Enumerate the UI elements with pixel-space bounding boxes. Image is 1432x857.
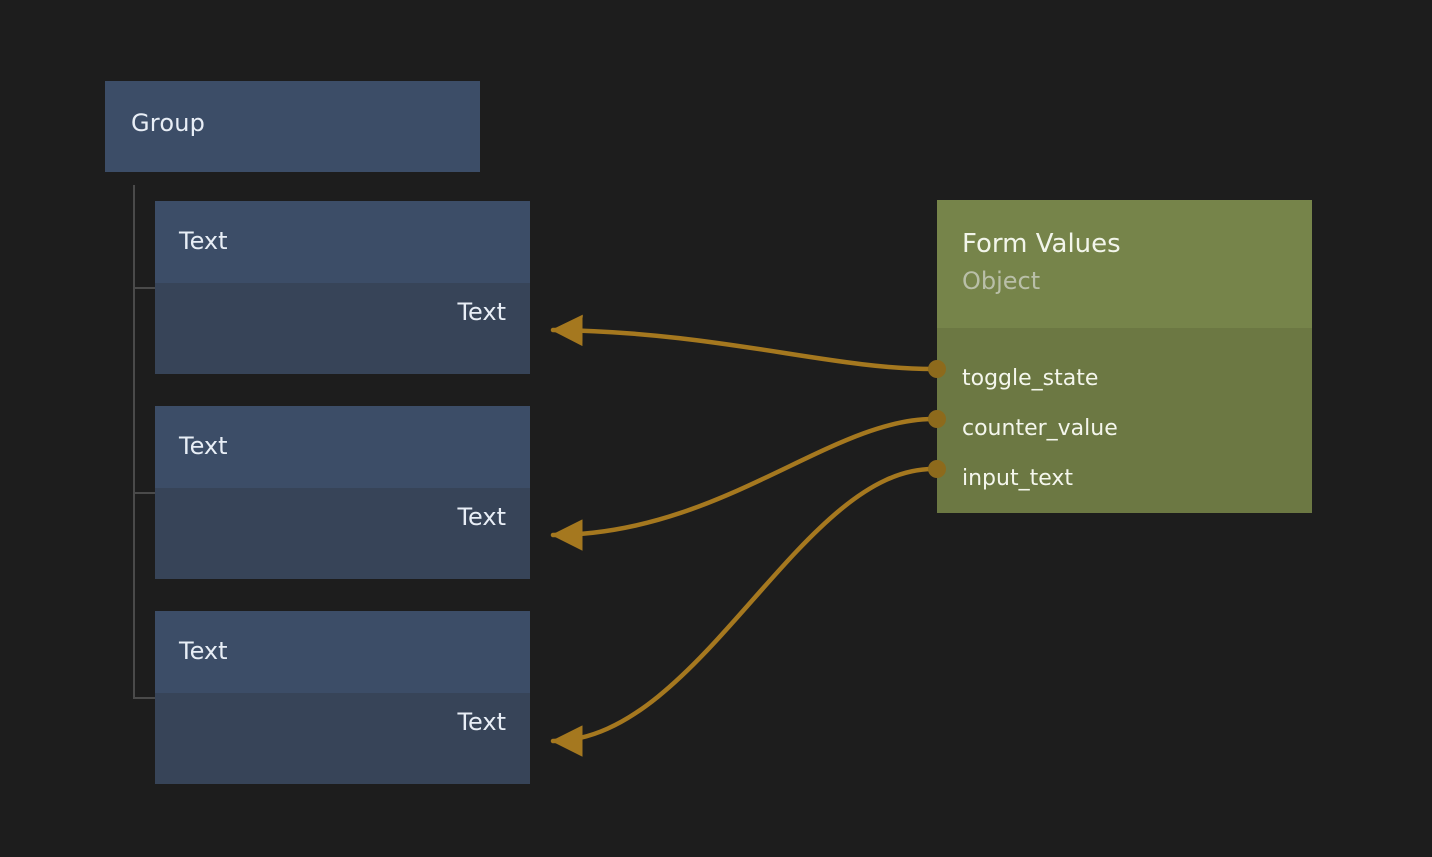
child-node-2-body-label: Text bbox=[457, 503, 506, 531]
child-node-3-header-label: Text bbox=[179, 637, 228, 665]
port-counter-value-icon[interactable] bbox=[928, 410, 946, 428]
child-node-1-header-label: Text bbox=[179, 227, 228, 255]
edge-counter-value bbox=[550, 416, 936, 551]
field-input-text-label: input_text bbox=[962, 466, 1074, 491]
child-node-3[interactable]: Text Text bbox=[155, 611, 530, 784]
form-values-title: Form Values bbox=[962, 229, 1121, 259]
child-node-1[interactable]: Text Text bbox=[155, 201, 530, 374]
port-toggle-state-icon[interactable] bbox=[928, 360, 946, 378]
tree-stub-2 bbox=[133, 492, 155, 494]
child-node-1-header[interactable]: Text bbox=[155, 201, 530, 283]
group-node[interactable]: Group bbox=[105, 81, 480, 172]
form-values-header[interactable]: Form Values Object bbox=[937, 200, 1312, 328]
child-node-2-header-label: Text bbox=[179, 432, 228, 460]
form-values-body: toggle_state counter_value input_text bbox=[937, 328, 1312, 513]
edge-input-text bbox=[550, 466, 936, 757]
group-title: Group bbox=[131, 109, 206, 137]
child-node-2[interactable]: Text Text bbox=[155, 406, 530, 579]
child-node-1-body[interactable]: Text bbox=[155, 283, 530, 374]
tree-stub-1 bbox=[133, 287, 155, 289]
form-values-node[interactable]: Form Values Object toggle_state counter_… bbox=[928, 200, 1312, 513]
form-values-subtitle: Object bbox=[962, 267, 1041, 295]
child-node-3-body[interactable]: Text bbox=[155, 693, 530, 784]
tree-stub-3 bbox=[133, 697, 155, 699]
child-node-2-header[interactable]: Text bbox=[155, 406, 530, 488]
field-toggle-state-label: toggle_state bbox=[962, 366, 1099, 391]
edge-toggle-state bbox=[550, 314, 936, 372]
field-counter-value-label: counter_value bbox=[962, 416, 1118, 441]
child-node-3-header[interactable]: Text bbox=[155, 611, 530, 693]
child-node-1-body-label: Text bbox=[457, 298, 506, 326]
tree-trunk-line bbox=[133, 185, 135, 699]
port-input-text-icon[interactable] bbox=[928, 460, 946, 478]
child-node-2-body[interactable]: Text bbox=[155, 488, 530, 579]
child-node-3-body-label: Text bbox=[457, 708, 506, 736]
